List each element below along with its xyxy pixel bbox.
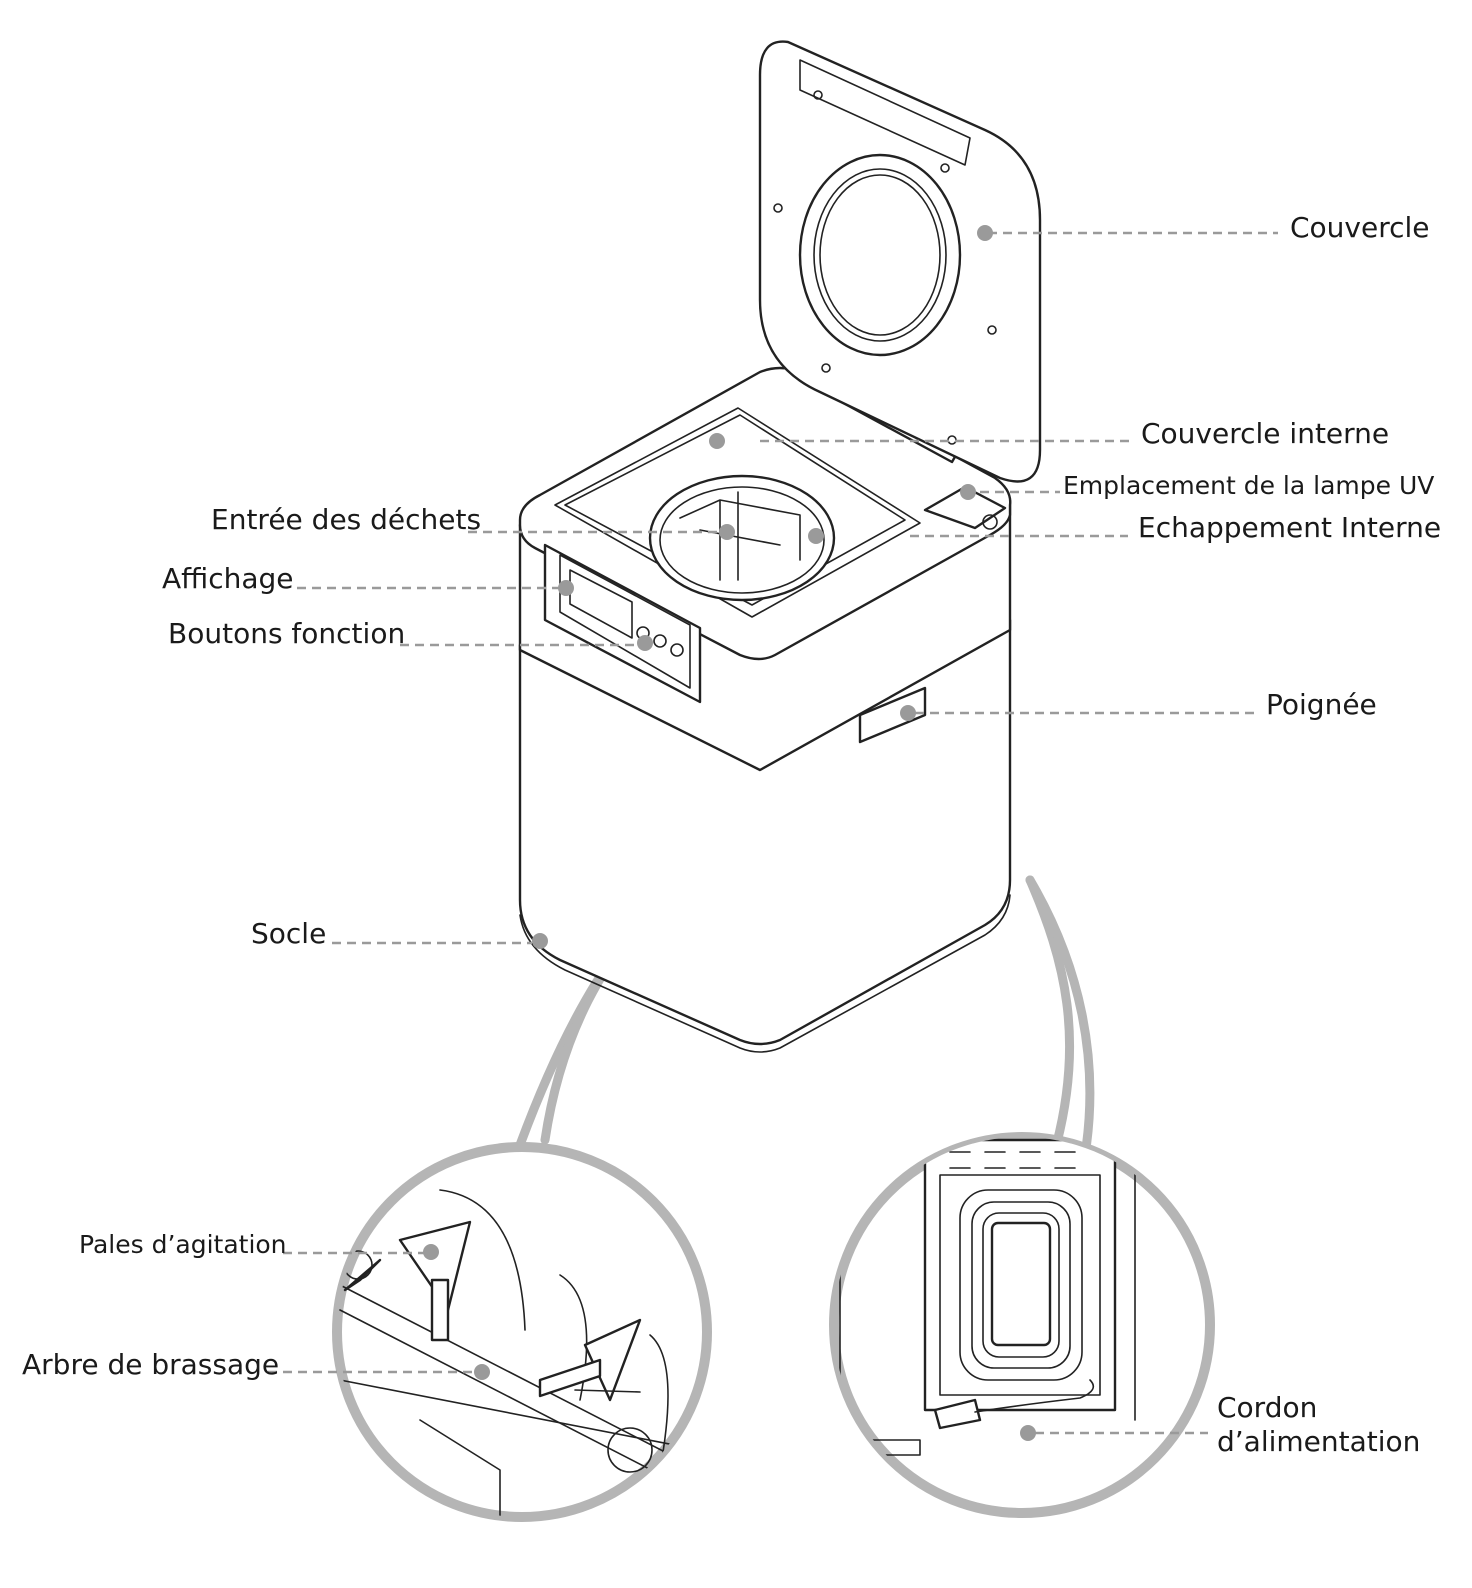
marker-affichage (558, 580, 574, 596)
composter-body (518, 40, 1042, 1053)
marker-pales (423, 1244, 439, 1260)
zoom-agitator (332, 1142, 712, 1522)
marker-lampe-uv (960, 484, 976, 500)
marker-couvercle (977, 225, 993, 241)
label-cordon-line2: d’alimentation (1217, 1425, 1420, 1458)
marker-entree (808, 528, 824, 544)
label-couvercle-interne: Couvercle interne (1141, 417, 1389, 450)
marker-arbre (474, 1364, 490, 1380)
label-affichage: Affichage (162, 562, 294, 595)
labels: Couvercle Couvercle interne Emplacement … (22, 211, 1441, 1458)
label-entree: Entrée des déchets (211, 503, 481, 536)
marker-entree-2 (719, 524, 735, 540)
marker-boutons (637, 635, 653, 651)
marker-poignee (900, 705, 916, 721)
marker-cordon (1020, 1425, 1036, 1441)
label-pales: Pales d’agitation (79, 1230, 287, 1259)
label-lampe-uv: Emplacement de la lampe UV (1063, 471, 1434, 500)
label-couvercle: Couvercle (1290, 211, 1430, 244)
label-cordon-line1: Cordon (1217, 1391, 1317, 1424)
label-echappement: Echappement Interne (1138, 511, 1441, 544)
marker-couvercle-interne (709, 433, 725, 449)
label-socle: Socle (251, 917, 326, 950)
label-boutons: Boutons fonction (168, 617, 405, 650)
label-poignee: Poignée (1266, 688, 1377, 721)
zoom-power-cord (829, 1132, 1215, 1518)
label-arbre: Arbre de brassage (22, 1348, 279, 1381)
leader-lines (268, 225, 1278, 1441)
marker-socle (532, 933, 548, 949)
